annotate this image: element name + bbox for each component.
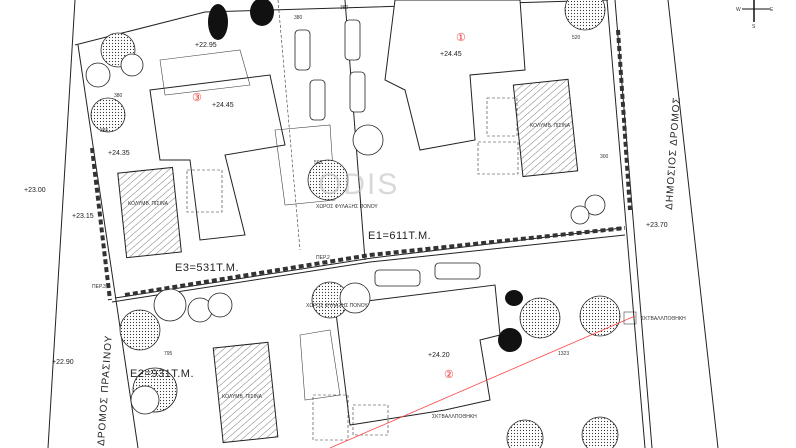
area-e3: E3=531T.M. <box>175 262 239 274</box>
parked-cars <box>294 19 481 287</box>
dimension: 565 <box>314 160 323 166</box>
dimension: 380 <box>294 15 303 21</box>
level-mark: +24.45 <box>212 102 234 109</box>
buildings <box>149 0 526 426</box>
area-e1: E1=611T.M. <box>368 230 431 242</box>
section-line <box>329 315 636 448</box>
plot-number-1: ① <box>456 32 466 44</box>
plot-number-3: ③ <box>192 92 202 104</box>
pool-label: ΚΟΛΥΜΒ. ΠΙΣΙΝΑ <box>222 394 263 400</box>
level-mark: +23.70 <box>646 222 668 229</box>
level-mark: +22.90 <box>52 359 74 366</box>
level-mark: +24.20 <box>428 352 450 359</box>
level-mark: +22.95 <box>195 42 217 49</box>
compass-icon: W E S <box>736 0 774 30</box>
dimension: 380 <box>114 93 123 99</box>
watermark: ODIS <box>318 168 399 201</box>
storage-label: ΧΩΡΟΣ ΦΥΛΑΞΗΣ ΠΟΝΟΥ <box>306 303 368 309</box>
dimension: 385 <box>100 128 109 134</box>
level-mark: +24.35 <box>108 150 130 157</box>
per-label: ΠΕΡ.3 <box>92 284 106 290</box>
level-mark: +24.45 <box>440 51 462 58</box>
public-road-label: ΔΗΜΟΣΙΟΣ ΔΡΟΜΟΣ <box>664 96 683 210</box>
bin-store-label: ΣΚΤΒΑΛΛΠΟΘΗΚΗ <box>432 414 477 420</box>
plot-number-2: ② <box>444 369 454 381</box>
compass-west: W <box>736 7 741 13</box>
bin-store-label: ΣΚΤΒΑΛΛΠΟΘΗΚΗ <box>641 316 686 322</box>
paving <box>186 97 519 441</box>
pool-label: ΚΟΛΥΜΒ. ΠΙΣΙΝΑ <box>530 123 571 129</box>
area-e2: E2=931T.M. <box>130 368 194 380</box>
dimensions: 380 380 380 385 565 520 300 795 1323 <box>100 5 609 357</box>
pools: ΚΟΛΥΜΒ. ΠΙΣΙΝΑ ΚΟΛΥΜΒ. ΠΙΣΙΝΑ ΚΟΛΥΜΒ. ΠΙ… <box>117 78 579 444</box>
green-road-label: ΔΡΟΜΟΣ ΠΡΑΣΙΝΟΥ <box>96 334 115 446</box>
trees <box>85 0 621 448</box>
dimension: 1323 <box>558 351 569 357</box>
dimension: 380 <box>340 5 349 11</box>
storage-label: ΧΩΡΟΣ ΦΥΛΑΞΗΣ ΠΟΝΟΥ <box>316 204 378 210</box>
level-mark: +23.15 <box>72 213 94 220</box>
dimension: 300 <box>600 154 609 160</box>
dimension: 520 <box>572 35 581 41</box>
level-mark: +23.00 <box>24 187 46 194</box>
compass-south: S <box>752 24 756 30</box>
dimension: 795 <box>164 351 173 357</box>
pool-label: ΚΟΛΥΜΒ. ΠΙΣΙΝΑ <box>128 201 169 207</box>
level-markers: +24.45 +24.45 +22.95 +24.35 +23.00 +23.1… <box>24 42 668 366</box>
compass-east: E <box>770 7 774 13</box>
hedge <box>90 29 632 301</box>
per-label: ΠΕΡ.2 <box>316 255 330 261</box>
